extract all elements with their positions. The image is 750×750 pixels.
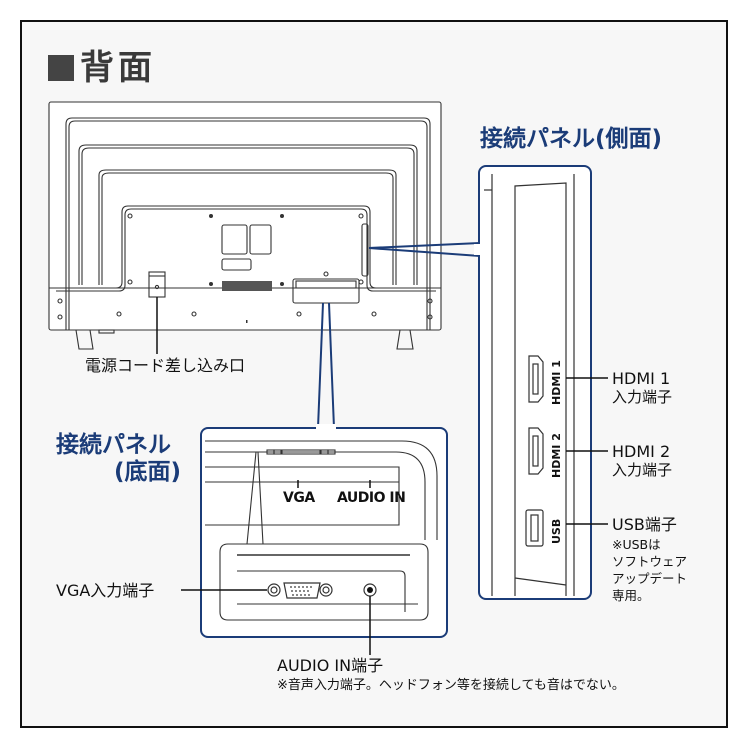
audio-in-note: ※音声入力端子。ヘッドフォン等を接続しても音はでない。: [277, 678, 625, 693]
tv-body: [48, 101, 442, 350]
power-cord-inlet-label: 電源コード差し込み口: [85, 356, 246, 375]
hdmi1-port-mark: HDMI 1: [550, 360, 563, 405]
hdmi2-sublabel: 入力端子: [612, 461, 673, 479]
audio-in-label: AUDIO IN端子: [277, 656, 384, 675]
usb-port-mark: USB: [550, 518, 563, 544]
hdmi2-label: HDMI 2: [612, 442, 671, 461]
usb-note: ※USBは ソフトウェア アップデート 専用。: [612, 537, 688, 603]
side-panel-title: 接続パネル(側面): [480, 126, 663, 152]
audio-jack-icon: [363, 583, 377, 597]
square-bullet-icon: [48, 55, 74, 81]
vga-input-label: VGA入力端子: [56, 581, 155, 600]
vent-grille: [222, 281, 272, 291]
hdmi-port-icons: [525, 355, 544, 547]
hdmi1-label: HDMI 1: [612, 369, 671, 388]
hdmi1-sublabel: 入力端子: [612, 388, 673, 406]
page-title: 背面: [48, 40, 156, 89]
vga-mark: VGA: [283, 490, 315, 506]
usb-label: USB端子: [612, 515, 677, 534]
bottom-panel-title-line2: (底面): [114, 459, 182, 485]
hdmi2-port-mark: HDMI 2: [550, 433, 563, 478]
audio-in-mark: AUDIO IN: [337, 490, 406, 506]
bottom-panel-title-line1: 接続パネル: [56, 432, 171, 458]
